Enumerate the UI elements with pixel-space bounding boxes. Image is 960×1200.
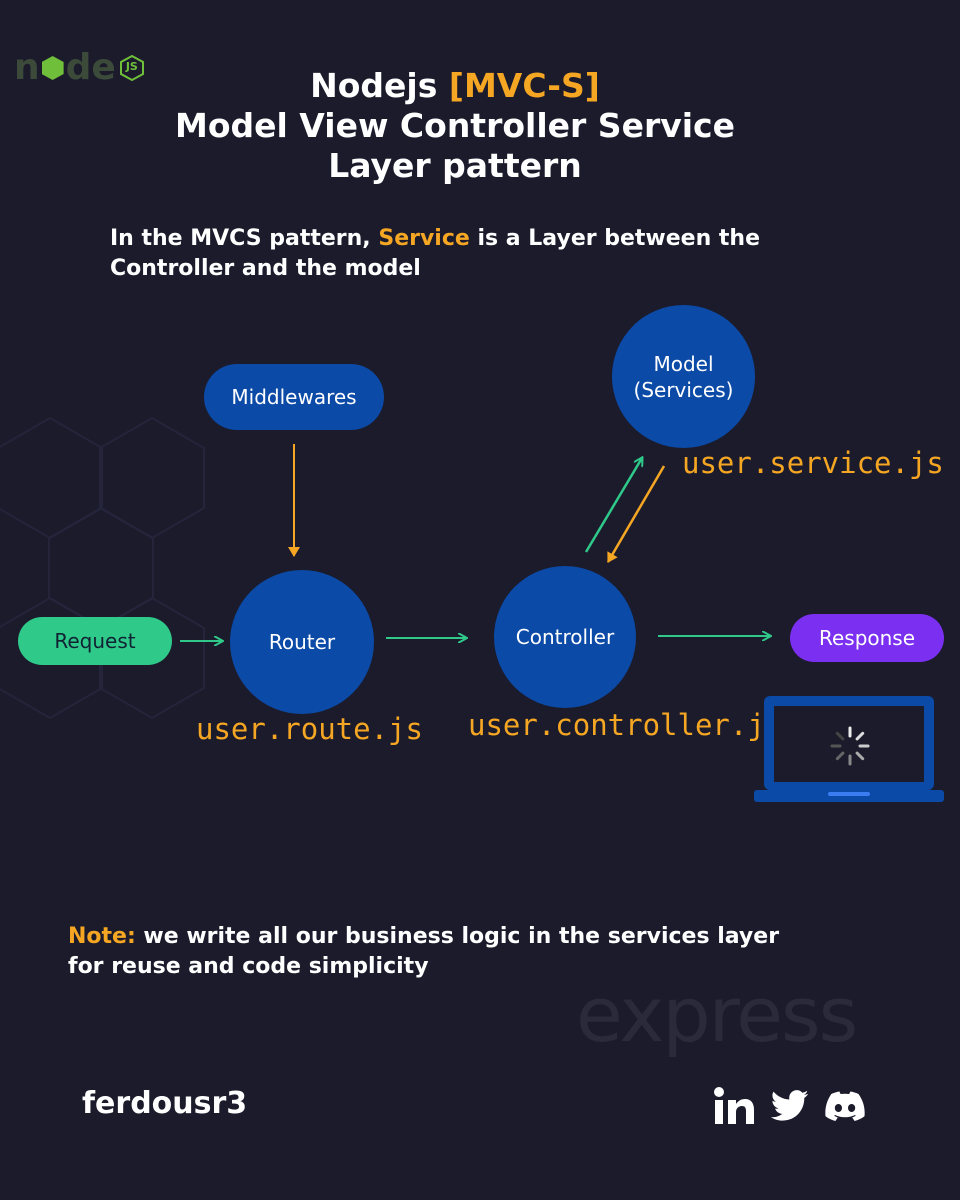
logo-hexagon-icon (41, 56, 64, 80)
arrow-controller-to-model (584, 458, 642, 553)
intro-accent: Service (378, 226, 470, 251)
author-handle: ferdousr3 (82, 1086, 248, 1121)
service-file-label: user.service.js (682, 446, 944, 480)
logo-letter-n: n (14, 47, 40, 88)
express-watermark: express (576, 970, 858, 1059)
note-line-1: Note: we write all our business logic in… (68, 922, 828, 952)
nodejs-logo: n de JS (14, 46, 144, 90)
note-text: Note: we write all our business logic in… (68, 922, 828, 982)
router-node: Router (230, 570, 374, 714)
intro-line-2: Controller and the model (110, 256, 421, 281)
title-accent: [MVC-S] (448, 66, 600, 105)
discord-icon[interactable] (824, 1084, 866, 1128)
title-line-3: Layer pattern (328, 146, 582, 185)
intro-text: In the MVCS pattern, Service is a Layer … (110, 224, 810, 284)
page-title: Nodejs [MVC-S] Model View Controller Ser… (0, 66, 910, 186)
note-label: Note: (68, 924, 136, 949)
request-node: Request (18, 617, 172, 665)
title-prefix: Nodejs (310, 66, 438, 105)
linkedin-icon[interactable] (712, 1084, 756, 1128)
js-badge-icon: JS (119, 55, 144, 81)
intro-line-1: In the MVCS pattern, Service is a Layer … (110, 224, 810, 254)
controller-node: Controller (494, 566, 636, 708)
route-file-label: user.route.js (196, 712, 423, 746)
controller-label: Controller (515, 625, 615, 649)
intro-part-2: is a Layer between the (477, 226, 761, 251)
response-node: Response (790, 614, 944, 662)
model-node: Model (Services) (612, 305, 755, 448)
middlewares-label: Middlewares (231, 385, 357, 409)
controller-file-label: user.controller.js (468, 708, 783, 742)
middlewares-node: Middlewares (204, 364, 384, 430)
logo-letters-de: de (65, 47, 116, 88)
note-body: we write all our business logic in the s… (135, 924, 780, 949)
laptop-icon (754, 696, 944, 802)
model-label-line-1: Model (653, 351, 714, 376)
model-label-line-2: (Services) (633, 377, 734, 402)
loading-spinner-icon (830, 726, 870, 766)
js-badge-label: JS (125, 60, 138, 73)
request-label: Request (54, 629, 136, 653)
intro-part-1: In the MVCS pattern, (110, 226, 371, 251)
router-label: Router (268, 630, 336, 654)
title-line-1: Nodejs [MVC-S] (0, 66, 910, 106)
response-label: Response (818, 626, 916, 650)
note-line-2: for reuse and code simplicity (68, 954, 429, 979)
arrow-model-to-controller (606, 465, 666, 563)
title-line-2: Model View Controller Service (174, 106, 735, 145)
twitter-icon[interactable] (770, 1084, 810, 1128)
